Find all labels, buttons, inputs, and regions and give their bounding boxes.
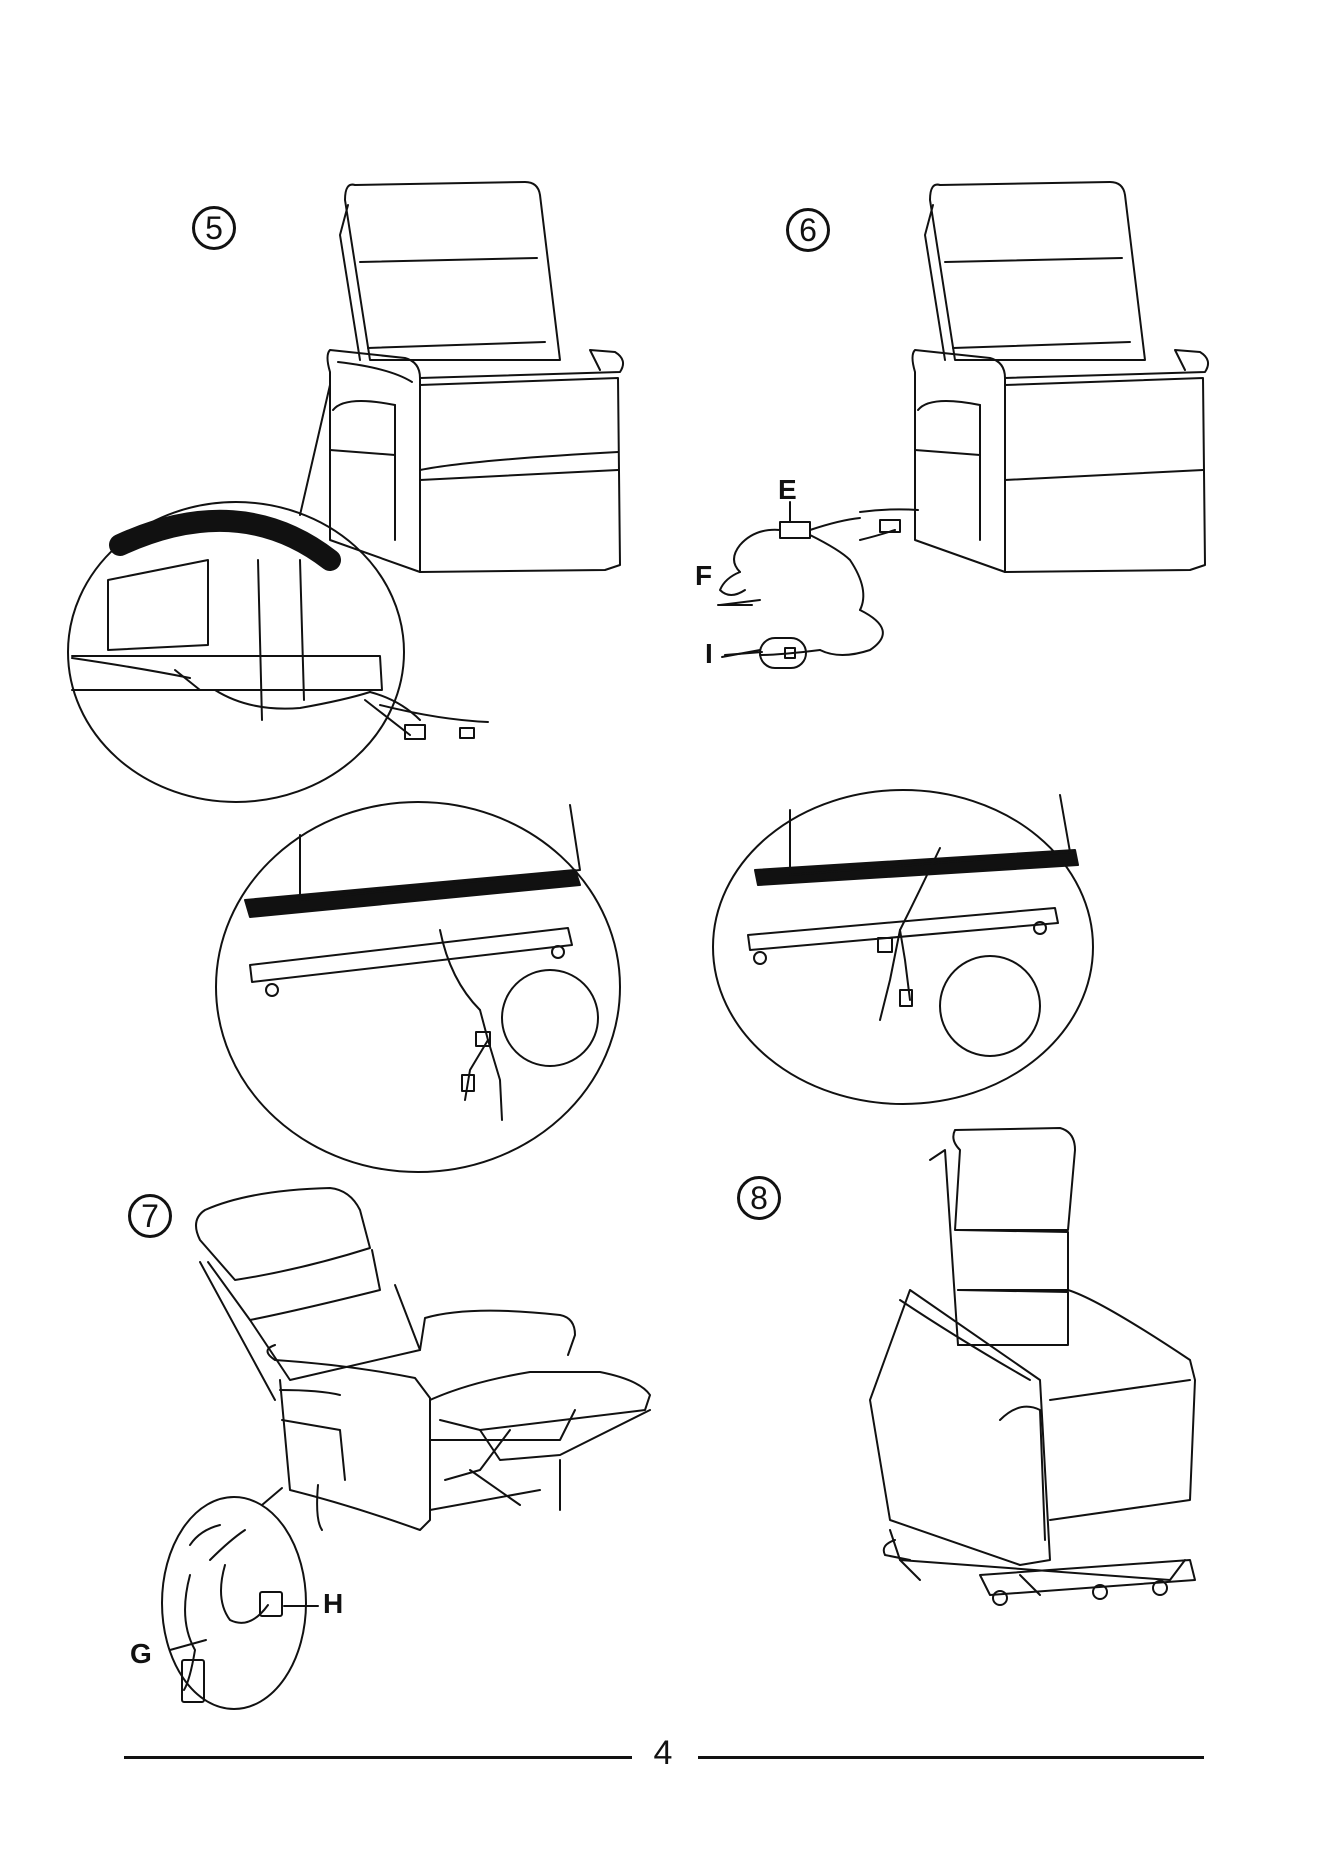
- step5-zoom-top: [68, 385, 488, 802]
- step7-chair-illustration: [196, 1188, 650, 1530]
- callout-I: I: [705, 640, 713, 668]
- callout-F: F: [695, 562, 712, 590]
- step7-zoom: [162, 1488, 318, 1709]
- step-7-number: 7: [141, 1200, 159, 1232]
- step-6-badge: 6: [786, 208, 830, 252]
- step-7-badge: 7: [128, 1194, 172, 1238]
- page-number: 4: [641, 1736, 685, 1770]
- step-6-number: 6: [799, 214, 817, 246]
- callout-H: H: [323, 1590, 343, 1618]
- step6-chair-illustration: [913, 182, 1209, 572]
- step-5-number: 5: [205, 212, 223, 244]
- step-8-badge: 8: [737, 1176, 781, 1220]
- step5-chair-illustration: [328, 182, 624, 572]
- step5-zoom-bottom: [216, 802, 620, 1172]
- step6-zoom: [713, 790, 1093, 1104]
- step-5-badge: 5: [192, 206, 236, 250]
- step-8-number: 8: [750, 1182, 768, 1214]
- footer-rule-left: [124, 1756, 632, 1759]
- callout-G: G: [130, 1640, 152, 1668]
- step6-cable-set: [718, 509, 918, 668]
- step8-chair-illustration: [870, 1128, 1195, 1605]
- footer-rule-right: [698, 1756, 1204, 1759]
- callout-E: E: [778, 476, 797, 504]
